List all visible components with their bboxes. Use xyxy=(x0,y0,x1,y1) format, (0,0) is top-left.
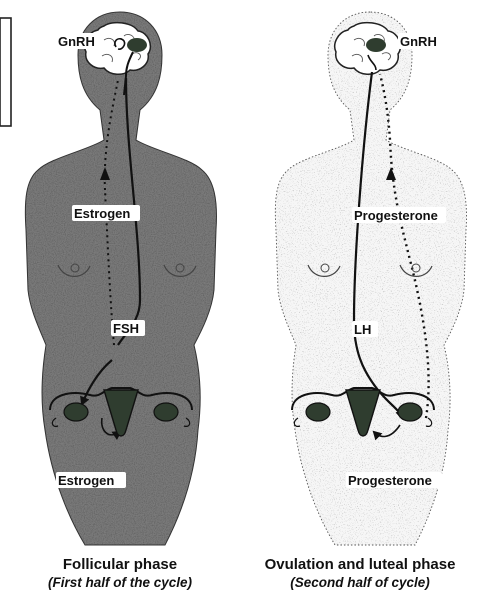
right-progesterone-lower-label: Progesterone xyxy=(346,472,442,488)
left-figure: GnRH Estrogen FSH Estrogen xyxy=(25,12,216,545)
estrogen-label: Estrogen xyxy=(58,473,114,488)
left-caption: Follicular phase (First half of the cycl… xyxy=(0,556,240,591)
right-lh-label: LH xyxy=(352,321,378,337)
progesterone-label: Progesterone xyxy=(348,473,432,488)
caption-subtitle: (Second half of cycle) xyxy=(240,574,480,591)
right-body-silhouette xyxy=(275,12,466,545)
fsh-label: FSH xyxy=(113,321,139,336)
right-figure: GnRH Progesterone LH Progesterone xyxy=(275,12,466,545)
gnrh-label: GnRH xyxy=(400,34,437,49)
caption-subtitle: (First half of the cycle) xyxy=(0,574,240,591)
page-edge-bracket xyxy=(0,18,11,126)
left-estrogen-lower-label: Estrogen xyxy=(56,472,126,488)
caption-title: Ovulation and luteal phase xyxy=(240,556,480,574)
right-gnrh-label: GnRH xyxy=(398,33,442,49)
right-progesterone-upper-label: Progesterone xyxy=(352,207,446,223)
gnrh-label: GnRH xyxy=(58,34,95,49)
left-estrogen-upper-label: Estrogen xyxy=(72,205,140,221)
left-body-silhouette xyxy=(25,12,216,545)
progesterone-label: Progesterone xyxy=(354,208,438,223)
left-fsh-label: FSH xyxy=(111,320,145,336)
left-gnrh-label: GnRH xyxy=(56,33,100,49)
caption-title: Follicular phase xyxy=(0,556,240,574)
lh-label: LH xyxy=(354,322,371,337)
estrogen-label: Estrogen xyxy=(74,206,130,221)
right-caption: Ovulation and luteal phase (Second half … xyxy=(240,556,480,591)
